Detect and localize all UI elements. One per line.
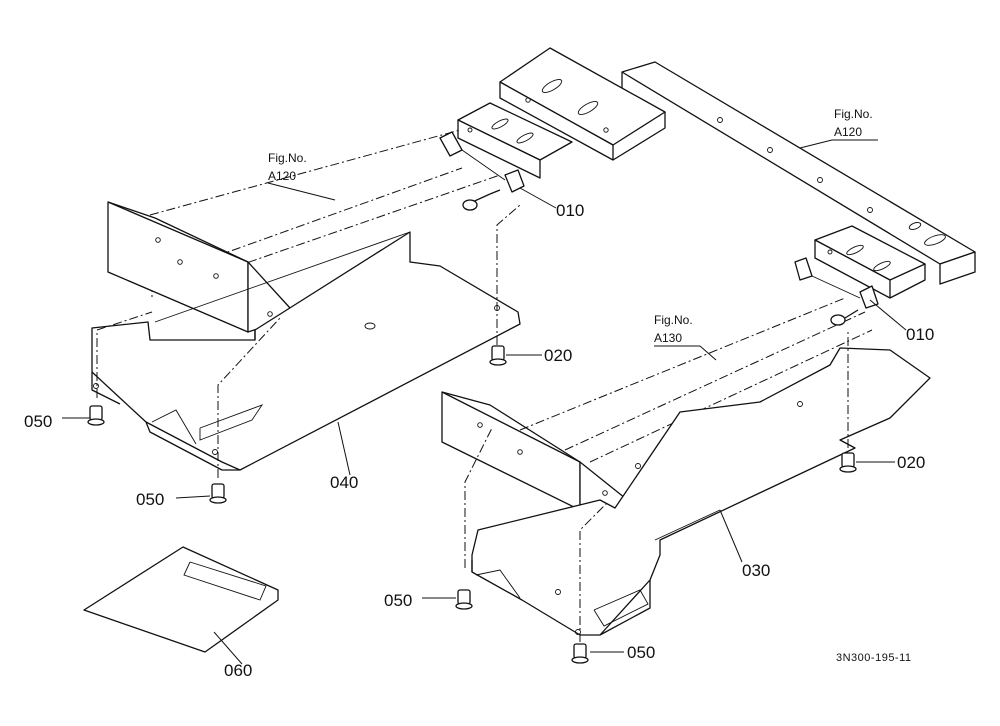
bolt-050-bottom-center [571, 643, 589, 664]
rail-a130-phantom [519, 297, 873, 463]
frame-rail-right [621, 61, 976, 285]
fig-ref-a120-right-line2: A120 [834, 125, 862, 139]
part-label-020-right: 020 [897, 453, 925, 472]
bolt-050-center [455, 589, 473, 610]
fig-ref-a120-left-line1: Fig.No. [268, 151, 307, 165]
mount-bracket-right [814, 225, 926, 299]
dash-leaders-right [464, 330, 849, 642]
bolt-020-center [489, 345, 507, 366]
panel-030 [471, 347, 931, 636]
part-label-020-center: 020 [544, 346, 572, 365]
left-upright-bracket [107, 201, 291, 333]
part-label-050-bottom-center: 050 [627, 643, 655, 662]
part-label-010-top: 010 [556, 201, 584, 220]
part-label-050-bottom-left: 050 [136, 490, 164, 509]
mount-bracket-upper [457, 102, 573, 179]
part-label-040: 040 [330, 473, 358, 492]
fig-ref-a120-right-line1: Fig.No. [834, 107, 873, 121]
part-label-030: 030 [742, 561, 770, 580]
fig-ref-a130-line1: Fig.No. [654, 313, 693, 327]
dash-leaders-left [96, 204, 521, 478]
cross-bracket-top [499, 47, 666, 161]
drawing-code: 3N300-195-11 [836, 652, 912, 664]
panel-040 [91, 231, 521, 471]
part-label-050-center: 050 [384, 591, 412, 610]
fig-ref-a120-left-line2: A120 [268, 169, 296, 183]
bolt-050-left [87, 405, 105, 426]
part-label-060: 060 [224, 661, 252, 680]
sheet-060 [83, 546, 279, 653]
part-label-010-right: 010 [906, 325, 934, 344]
bolt-010-top [439, 131, 525, 211]
leader-lines [62, 139, 907, 665]
bolt-050-bottom-left [209, 483, 227, 504]
fig-ref-a130-line2: A130 [654, 331, 682, 345]
part-label-050-left: 050 [24, 412, 52, 431]
bolt-020-right [839, 452, 857, 473]
